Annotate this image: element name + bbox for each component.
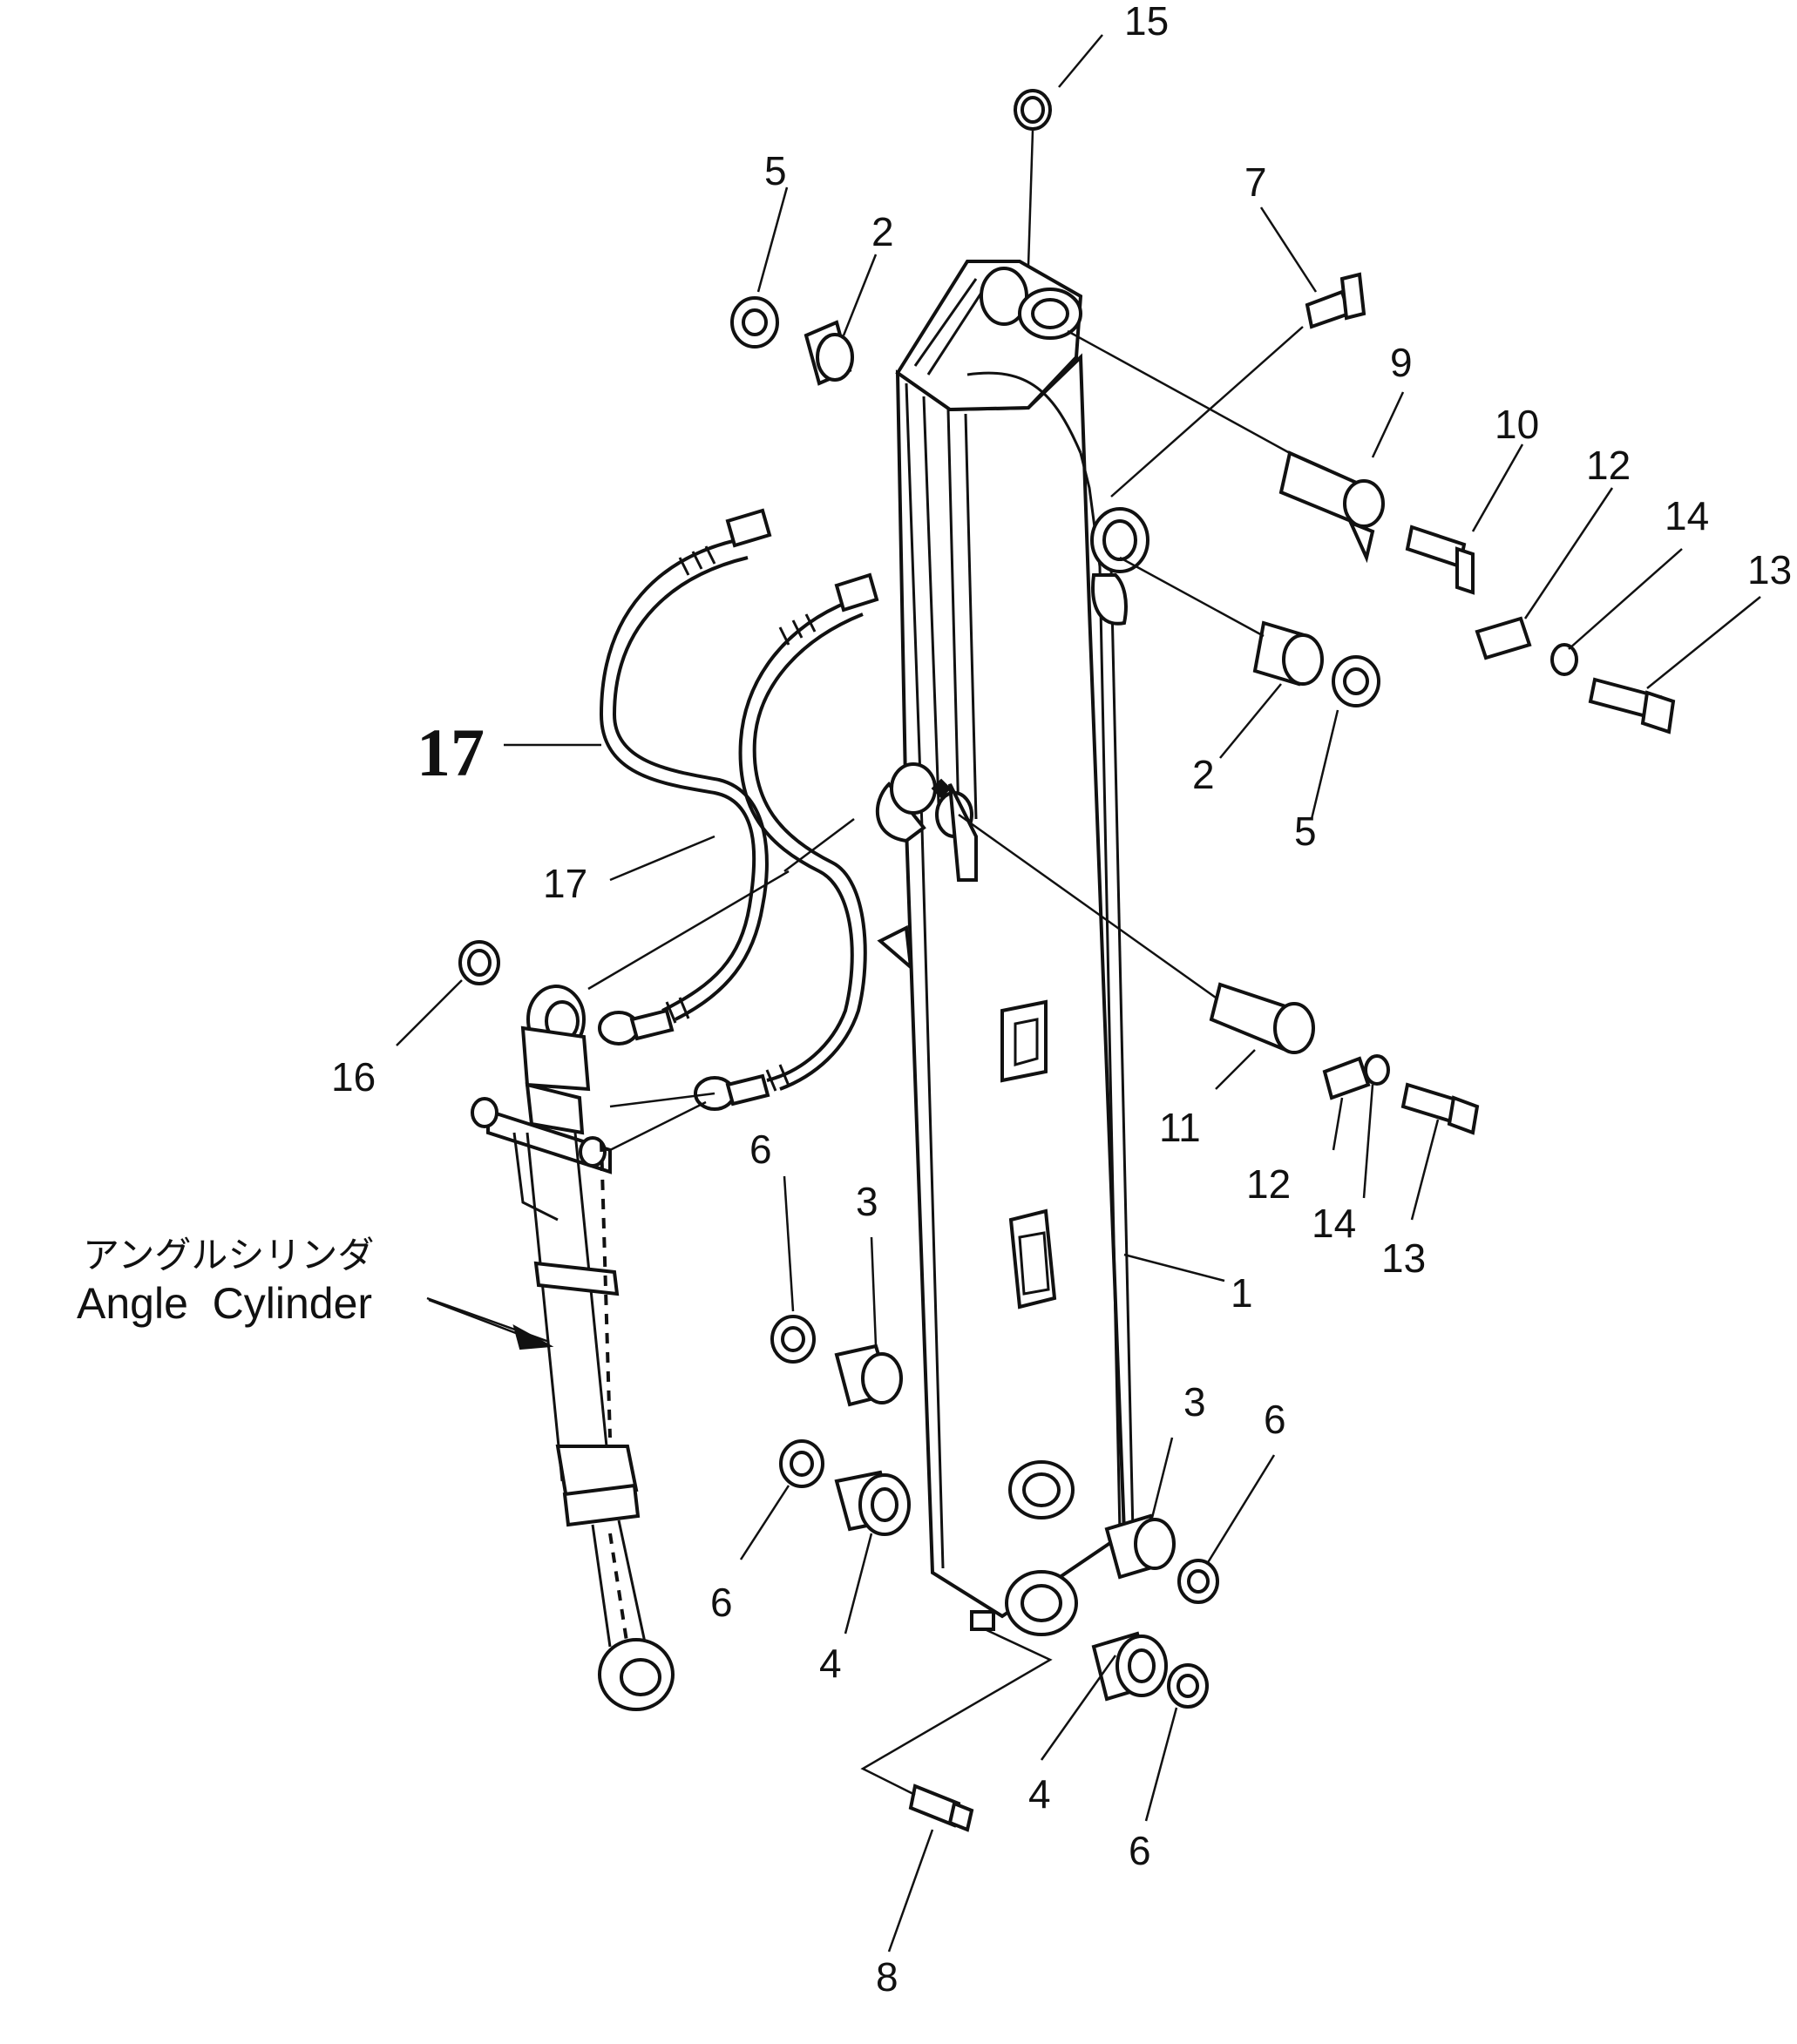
hoses — [598, 508, 879, 1111]
callout-8: 8 — [876, 1954, 898, 2000]
callout-13-top: 13 — [1747, 547, 1792, 592]
callout-15: 15 — [1124, 0, 1169, 44]
callout-7: 7 — [1244, 159, 1267, 205]
callout-5-right: 5 — [1294, 809, 1317, 854]
callout-6-left-lower: 6 — [710, 1580, 733, 1625]
callout-16: 16 — [331, 1054, 376, 1100]
callout-1: 1 — [1231, 1270, 1253, 1316]
callout-3-left: 3 — [856, 1179, 878, 1224]
angle-cylinder-arrow — [428, 1298, 554, 1350]
callout-labels: 15 5 2 7 9 10 12 14 13 2 5 17 17 16 11 1… — [77, 0, 1792, 2000]
callout-14-top: 14 — [1665, 493, 1709, 538]
callout-11: 11 — [1159, 1105, 1201, 1150]
callout-13-bottom: 13 — [1381, 1235, 1426, 1281]
callout-6-right-lower: 6 — [1129, 1828, 1151, 1873]
callout-10: 10 — [1495, 402, 1539, 447]
callout-14-bottom: 14 — [1312, 1201, 1356, 1246]
arm-body — [876, 260, 1149, 1636]
angle-cylinder — [471, 985, 675, 1711]
small-parts — [458, 89, 1676, 1832]
callout-3-right: 3 — [1183, 1379, 1206, 1425]
callout-9: 9 — [1390, 340, 1413, 385]
callout-4-left: 4 — [819, 1641, 842, 1686]
callout-12-bottom: 12 — [1246, 1161, 1291, 1207]
angle-cylinder-label-en: Angle Cylinder — [77, 1279, 372, 1328]
leader-lines — [396, 34, 1761, 1953]
callout-2-right: 2 — [1192, 752, 1215, 797]
callout-5-top: 5 — [764, 148, 787, 193]
callout-6-left-upper: 6 — [749, 1127, 772, 1172]
callout-12-top: 12 — [1586, 443, 1631, 488]
callout-6-right-upper: 6 — [1264, 1397, 1286, 1442]
callout-4-right: 4 — [1028, 1771, 1051, 1817]
callout-17-small: 17 — [543, 861, 587, 906]
callout-17-large: 17 — [417, 714, 485, 790]
callout-2-top: 2 — [871, 209, 894, 254]
angle-cylinder-label-jp: アングルシリンダ — [83, 1234, 374, 1276]
